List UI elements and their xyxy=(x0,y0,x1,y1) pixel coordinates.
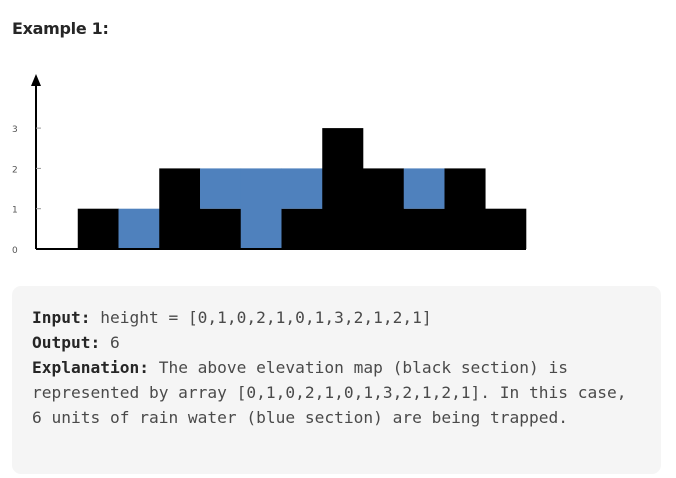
explanation-label: Explanation: xyxy=(32,358,149,377)
elevation-bar xyxy=(281,208,323,249)
y-tick-label: 2 xyxy=(12,165,18,175)
water-bar xyxy=(200,168,242,209)
input-label: Input: xyxy=(32,308,91,327)
elevation-bar xyxy=(444,168,486,249)
chart-bars xyxy=(77,128,527,249)
output-value: 6 xyxy=(100,333,120,352)
elevation-bar xyxy=(403,208,445,249)
elevation-map-chart: 0 1 2 3 xyxy=(0,60,560,270)
example-code-block: Input: height = [0,1,0,2,1,0,1,3,2,1,2,1… xyxy=(12,286,661,474)
y-tick-label: 0 xyxy=(12,246,18,256)
example-heading: Example 1: xyxy=(12,19,109,38)
elevation-bar xyxy=(200,208,242,249)
y-tick-label: 3 xyxy=(12,125,18,135)
example-text: Input: height = [0,1,0,2,1,0,1,3,2,1,2,1… xyxy=(32,305,632,430)
elevation-bar xyxy=(363,168,405,249)
explanation-text: The above elevation map (black section) … xyxy=(32,358,637,427)
y-axis-arrow-icon xyxy=(31,74,41,86)
water-bar xyxy=(240,168,282,249)
chart-svg: 0 1 2 3 xyxy=(12,74,527,256)
chart-axes: 0 1 2 3 xyxy=(12,74,526,256)
elevation-bar xyxy=(159,168,201,249)
water-bar xyxy=(281,168,323,209)
elevation-bar xyxy=(322,128,364,249)
input-value: height = [0,1,0,2,1,0,1,3,2,1,2,1] xyxy=(90,308,432,327)
water-bar xyxy=(403,168,445,209)
water-bar xyxy=(118,208,160,249)
y-tick-label: 1 xyxy=(12,206,18,216)
elevation-bar xyxy=(77,208,119,249)
output-label: Output: xyxy=(32,333,101,352)
elevation-bar xyxy=(485,208,527,249)
